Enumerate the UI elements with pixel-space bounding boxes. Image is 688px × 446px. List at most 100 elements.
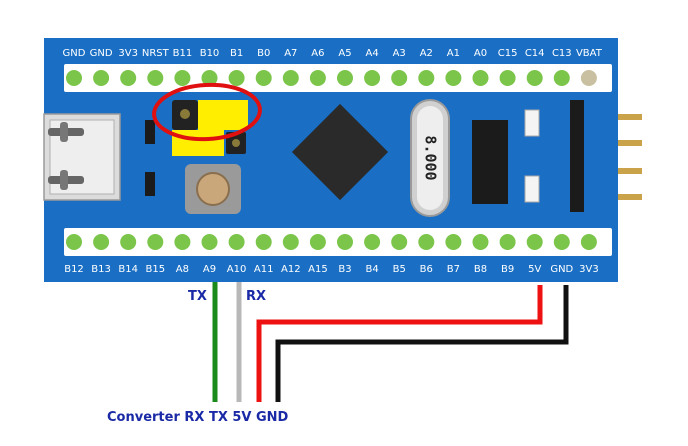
bottom-label-b9: B9 (501, 264, 514, 275)
smd-component (145, 120, 155, 144)
bottom-pad-b9 (499, 234, 516, 250)
gnd-wire (275, 285, 569, 402)
bottom-label-b4: B4 (365, 264, 378, 275)
bottom-pad-a8 (174, 234, 191, 250)
bottom-pad-a11 (255, 234, 272, 250)
bottom-label-a15: A15 (308, 264, 328, 275)
top-label-c15: C15 (498, 48, 518, 59)
bottom-pad-gnd (553, 234, 570, 250)
top-pad-3v3 (120, 70, 137, 86)
bottom-label-gnd: GND (550, 264, 573, 275)
top-pad-a7 (282, 70, 299, 86)
top-label-gnd: GND (63, 48, 86, 59)
micro-usb-connector (43, 113, 121, 201)
top-label-b11: B11 (173, 48, 193, 59)
bottom-label-b5: B5 (393, 264, 406, 275)
crystal-label: 8.000 (422, 135, 440, 180)
top-pin-pads (66, 70, 597, 86)
top-pad-gnd (93, 70, 110, 86)
top-pad-b1 (228, 70, 245, 86)
bottom-pad-b6 (418, 234, 435, 250)
top-label-b10: B10 (200, 48, 220, 59)
top-pad-a0 (472, 70, 489, 86)
bottom-pad-a12 (282, 234, 299, 250)
bottom-label-a12: A12 (281, 264, 301, 275)
tx-label: TX (188, 289, 207, 304)
crystal-oscillator: 8.000 (410, 99, 450, 217)
top-label-a1: A1 (447, 48, 460, 59)
wires (212, 275, 569, 402)
bottom-pad-b15 (147, 234, 164, 250)
bottom-pad-b8 (472, 234, 489, 250)
top-label-b1: B1 (230, 48, 243, 59)
bottom-pad-b14 (120, 234, 137, 250)
top-pad-a5 (337, 70, 353, 86)
top-label-nrst: NRST (142, 48, 170, 59)
top-pad-a1 (445, 70, 462, 86)
top-label-a6: A6 (311, 48, 324, 59)
bottom-pad-a15 (309, 234, 326, 250)
top-pad-gnd (66, 70, 82, 86)
converter-label: Converter RX TX 5V GND (107, 410, 289, 425)
bottom-pad-b7 (445, 234, 462, 250)
reset-button (185, 164, 241, 214)
top-pad-a4 (364, 70, 381, 86)
bottom-label-b13: B13 (91, 264, 111, 275)
rx-label: RX (246, 289, 266, 304)
top-label-c14: C14 (525, 48, 545, 59)
bottom-pad-a10 (228, 234, 245, 250)
top-label-a5: A5 (338, 48, 351, 59)
top-label-a7: A7 (284, 48, 297, 59)
top-label-b0: B0 (257, 48, 270, 59)
bottom-label-b6: B6 (420, 264, 433, 275)
top-pad-a2 (418, 70, 435, 86)
bottom-pad-b13 (93, 234, 110, 250)
top-label-a4: A4 (365, 48, 378, 59)
bottom-pin-labels: B12 B13 B14 B15 A8 A9 A10 A11 A12 A15 B3 B4 B5 B6 B7 B8… (64, 264, 598, 275)
top-label-gnd: GND (90, 48, 113, 59)
bottom-pad-b4 (364, 234, 381, 250)
top-label-a2: A2 (420, 48, 433, 59)
bottom-label-a8: A8 (176, 264, 189, 275)
top-pad-nrst (147, 70, 164, 86)
bottom-label-a10: A10 (227, 264, 247, 275)
bottom-label-3v3: 3V3 (579, 264, 599, 275)
mcu-chip (291, 103, 389, 201)
header-block (570, 100, 584, 212)
bottom-pad-b12 (66, 234, 82, 250)
top-pad-c14 (526, 70, 543, 86)
voltage-regulator (472, 120, 508, 204)
top-label-a0: A0 (474, 48, 487, 59)
bottom-pad-a9 (201, 234, 218, 250)
top-label-a3: A3 (393, 48, 406, 59)
bottom-label-a9: A9 (203, 264, 216, 275)
top-pad-b0 (255, 70, 272, 86)
boot-jumper (172, 100, 248, 156)
highlight-circle (152, 82, 262, 142)
bottom-label-b12: B12 (64, 264, 84, 275)
top-pad-b10 (201, 70, 218, 86)
bottom-pad-b3 (337, 234, 353, 250)
5v-wire (256, 285, 543, 402)
bottom-label-a11: A11 (254, 264, 274, 275)
top-pad-b11 (174, 70, 191, 86)
bottom-pad-5v (526, 234, 543, 250)
top-label-3v3: 3V3 (118, 48, 138, 59)
bottom-label-b8: B8 (474, 264, 487, 275)
top-pad-a6 (309, 70, 326, 86)
bottom-label-b14: B14 (118, 264, 138, 275)
led (524, 109, 540, 137)
smd-component (145, 172, 155, 196)
bottom-label-5v: 5V (528, 264, 541, 275)
bottom-pad-3v3 (580, 234, 597, 250)
top-pad-a3 (391, 70, 408, 86)
top-pad-c15 (499, 70, 516, 86)
bottom-label-b15: B15 (146, 264, 166, 275)
bottom-label-b3: B3 (338, 264, 351, 275)
top-pad-vbat (580, 70, 597, 86)
top-pad-c13 (553, 70, 570, 86)
bottom-label-b7: B7 (447, 264, 460, 275)
led (524, 175, 540, 203)
